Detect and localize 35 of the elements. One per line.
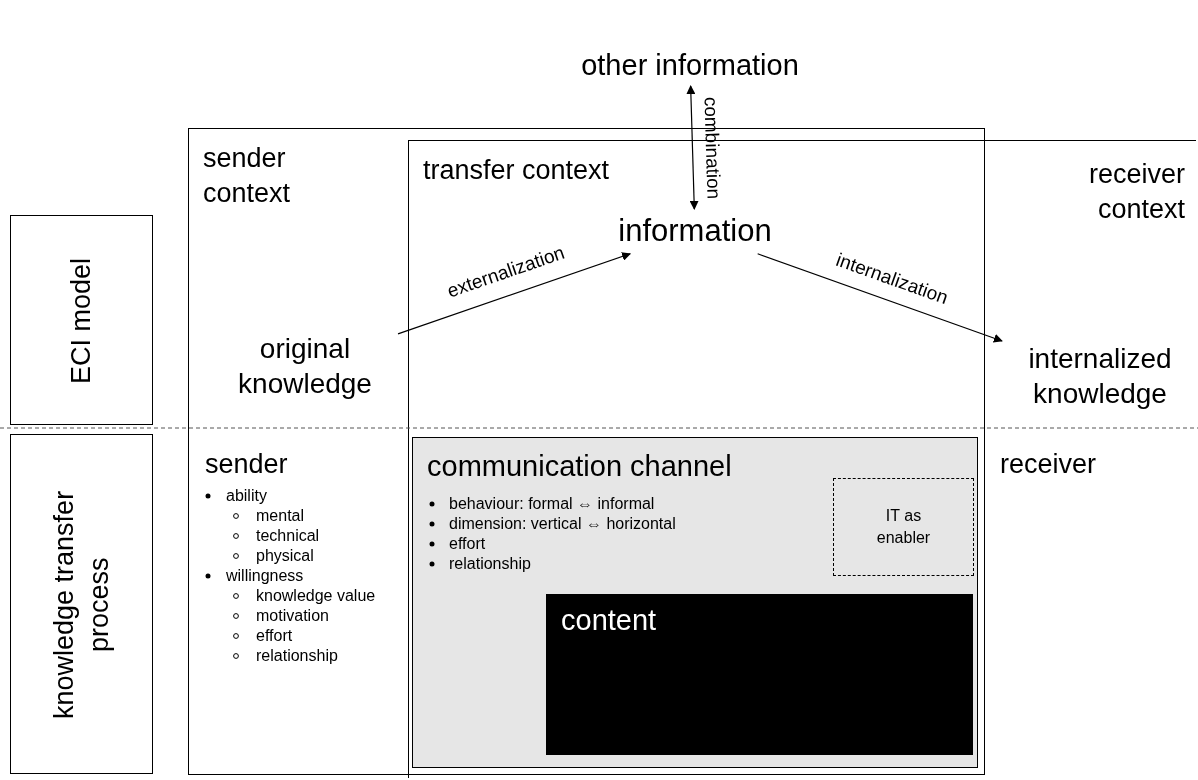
row-title: ECI model	[64, 256, 97, 387]
list-item: mental	[256, 507, 305, 524]
panel-title: communication channel	[427, 450, 732, 483]
content-title: content	[561, 604, 657, 637]
context-title: sender context	[203, 142, 292, 211]
role-title: sender	[205, 448, 288, 481]
role-title: receiver	[1000, 448, 1097, 481]
information-text: information	[595, 212, 795, 251]
edge-label: combination	[699, 95, 725, 200]
list-item: dimension: vertical ⇔ horizontal	[449, 515, 676, 532]
enabler-box	[833, 478, 974, 576]
knowledge-text: original knowledge	[215, 331, 395, 401]
list-item: knowledge value	[256, 587, 376, 604]
row-title: knowledge transfer process	[47, 489, 115, 722]
information-text: other information	[555, 46, 825, 83]
list-item: relationship	[256, 647, 338, 664]
list-item: behaviour: formal ⇔ informal	[449, 495, 655, 512]
list-item: ability	[226, 487, 267, 504]
channel-panel	[412, 437, 978, 768]
enabler-text: IT as enabler	[875, 506, 932, 548]
list-item: relationship	[449, 555, 531, 572]
content-box	[546, 594, 973, 755]
list-item: physical	[256, 547, 314, 564]
list-item: willingness	[226, 567, 304, 584]
knowledge-text: internalized knowledge	[1005, 341, 1195, 411]
arrow	[686, 85, 699, 210]
row-header-box	[10, 434, 153, 774]
list-item: effort	[449, 535, 486, 552]
context-title: receiver context	[1087, 158, 1185, 227]
arrow	[757, 253, 1003, 343]
arrow	[397, 252, 632, 335]
row-header-box	[10, 215, 153, 425]
list-item: motivation	[256, 607, 329, 624]
list-item: technical	[256, 527, 320, 544]
list-item: effort	[256, 627, 293, 644]
